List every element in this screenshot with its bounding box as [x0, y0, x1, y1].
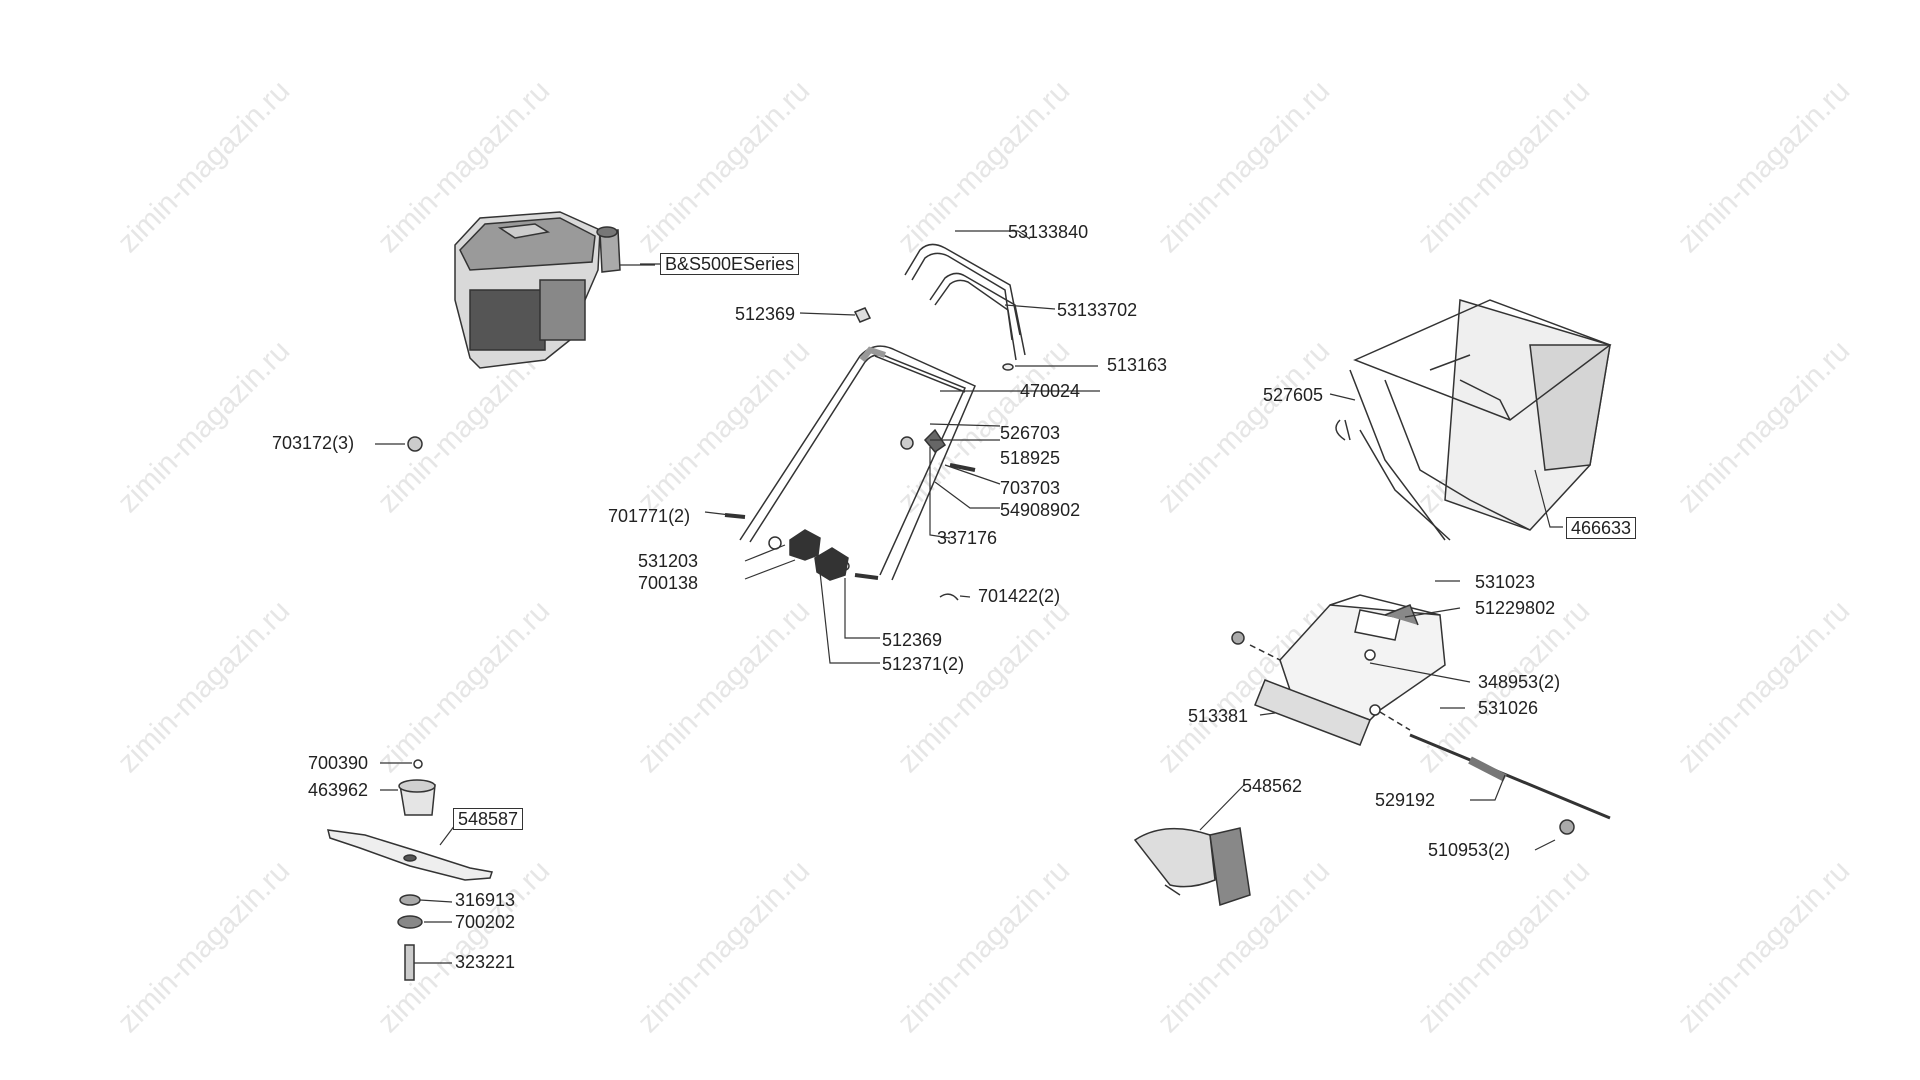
part-label-463962[interactable]: 463962	[308, 780, 369, 800]
part-label-529192[interactable]: 529192	[1375, 790, 1436, 810]
part-label-527605[interactable]: 527605	[1263, 385, 1324, 405]
mulch-plug-drawing	[1133, 827, 1251, 906]
part-label-510953[interactable]: 510953(2)	[1428, 840, 1511, 860]
part-label-703172[interactable]: 703172(3)	[272, 433, 355, 453]
part-label-701771[interactable]: 701771(2)	[608, 506, 691, 526]
part-label-53133702[interactable]: 53133702	[1057, 300, 1138, 320]
part-label-700202[interactable]: 700202	[455, 912, 516, 932]
part-label-53133840[interactable]: 53133840	[1008, 222, 1089, 242]
lower-handle-drawing	[739, 345, 976, 581]
engine-drawing	[454, 211, 621, 369]
part-label-700138[interactable]: 700138	[638, 573, 699, 593]
part-label-548562[interactable]: 548562	[1242, 776, 1303, 796]
leader-lines	[375, 230, 1563, 964]
part-label-54908902[interactable]: 54908902	[1000, 500, 1081, 520]
part-label-348953[interactable]: 348953(2)	[1478, 672, 1561, 692]
rod-drawing	[1409, 733, 1611, 835]
part-label-700390[interactable]: 700390	[308, 753, 369, 773]
upper-handle-drawing	[904, 243, 1026, 361]
part-label-512371[interactable]: 512371(2)	[882, 654, 965, 674]
grass-bag-drawing	[1335, 299, 1612, 541]
part-label-466633[interactable]: 466633	[1566, 517, 1637, 539]
part-label-518925[interactable]: 518925	[1000, 448, 1061, 468]
part-label-531023[interactable]: 531023	[1475, 572, 1536, 592]
part-label-531026[interactable]: 531026	[1478, 698, 1539, 718]
rear-flap-drawing	[1231, 594, 1446, 746]
part-label-526703[interactable]: 526703	[1000, 423, 1061, 443]
part-label-513163[interactable]: 513163	[1107, 355, 1168, 375]
part-label-513381[interactable]: 513381	[1188, 706, 1249, 726]
knobs-drawing	[789, 529, 849, 581]
part-label-531203[interactable]: 531203	[638, 551, 699, 571]
part-label-470024[interactable]: 470024	[1020, 381, 1081, 401]
part-label-316913[interactable]: 316913	[455, 890, 516, 910]
part-label-512369-bottom[interactable]: 512369	[882, 630, 943, 650]
part-label-548587[interactable]: 548587	[453, 808, 524, 830]
part-label-512369-top[interactable]: 512369	[735, 304, 796, 324]
part-label-701422[interactable]: 701422(2)	[978, 586, 1061, 606]
part-label-337176[interactable]: 337176	[937, 528, 998, 548]
part-label-323221[interactable]: 323221	[455, 952, 516, 972]
part-label-51229802[interactable]: 51229802	[1475, 598, 1556, 618]
engine-label[interactable]: B&S500ESeries	[660, 253, 800, 275]
part-label-703703[interactable]: 703703	[1000, 478, 1061, 498]
